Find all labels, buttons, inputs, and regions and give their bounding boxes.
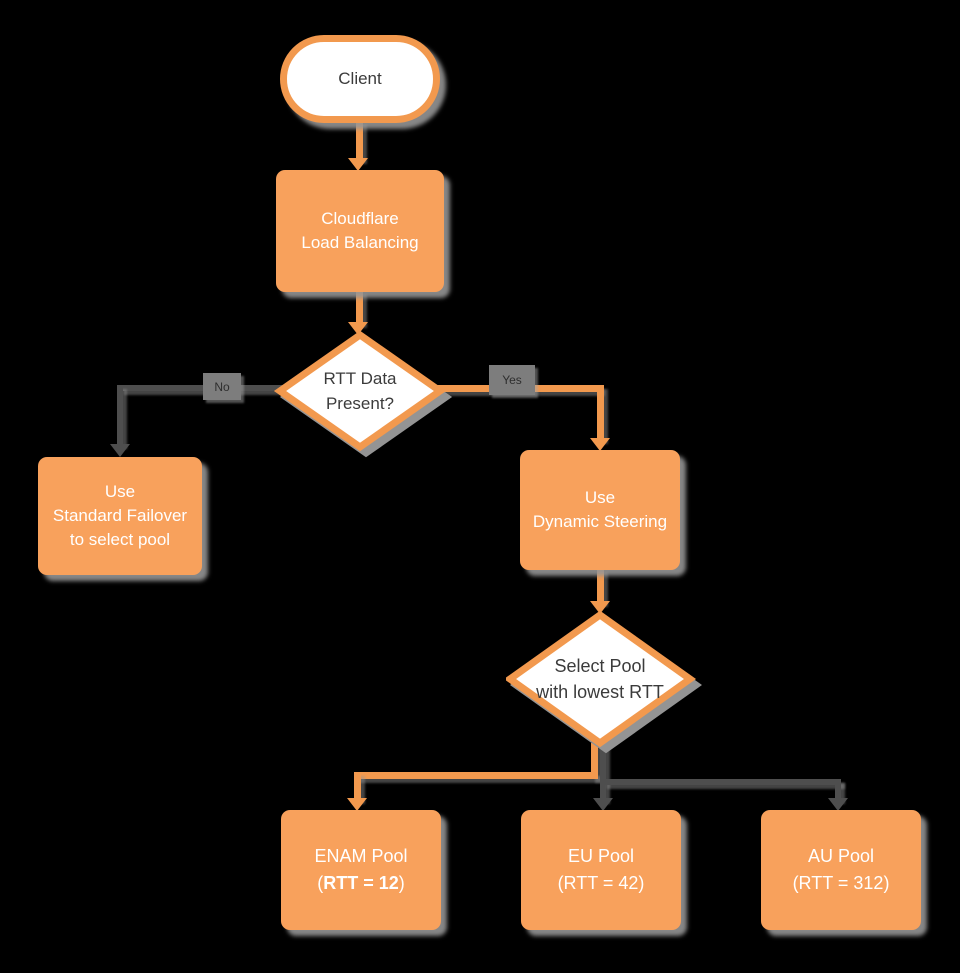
- edge-select-to-au-vline: [835, 779, 841, 800]
- edge-yes-vline: [597, 385, 604, 440]
- node-dynamic-steering: Use Dynamic Steering: [520, 450, 680, 570]
- edge-label-no-text: No: [214, 379, 230, 394]
- edge-select-to-enam-vline1: [591, 743, 598, 779]
- arrowhead-select-icon: [590, 601, 610, 614]
- enam-paren-open: (: [317, 873, 324, 893]
- edge-select-to-enam-vline2: [354, 772, 361, 800]
- edge-label-yes: Yes: [489, 365, 535, 395]
- edge-no-hline: [120, 385, 285, 391]
- node-load-balancer: Cloudflare Load Balancing: [276, 170, 444, 292]
- node-dynamic-line2: Dynamic Steering: [532, 512, 668, 531]
- edge-label-yes-text: Yes: [502, 373, 522, 387]
- node-eu-line2: (RTT = 42): [557, 873, 645, 893]
- arrowhead-dynamic-icon: [590, 438, 610, 451]
- arrowhead-enam-icon: [347, 798, 367, 811]
- node-au-line2: (RTT = 312): [792, 873, 890, 893]
- node-select-line2: with lowest RTT: [536, 682, 664, 702]
- node-client: Client: [280, 35, 440, 123]
- node-failover-line3: to select pool: [69, 530, 171, 549]
- node-failover-line2: Standard Failover: [52, 506, 188, 525]
- edge-select-to-au-hline: [603, 779, 841, 785]
- arrowhead-eu-icon: [593, 798, 613, 811]
- arrowhead-rtt-icon: [348, 322, 368, 335]
- node-eu-pool: EU Pool (RTT = 42): [521, 810, 681, 930]
- node-rtt-decision-shape: [273, 331, 453, 458]
- select-diamond: [506, 611, 697, 748]
- rtt-diamond: [273, 331, 447, 452]
- edge-dynamic-to-select: [597, 568, 604, 603]
- enam-paren-close: ): [398, 873, 405, 893]
- node-dynamic-line1: Use: [584, 488, 616, 507]
- node-enam-pool: ENAM Pool (RTT = 12): [281, 810, 441, 930]
- node-failover-line1: Use: [104, 482, 136, 501]
- edge-label-no: No: [203, 373, 241, 400]
- edge-client-to-loadbalancer: [356, 120, 363, 160]
- arrowhead-failover-icon: [110, 444, 130, 457]
- edge-select-to-eu-vline: [600, 743, 606, 800]
- edge-loadbalancer-to-rtt: [356, 290, 363, 324]
- node-standard-failover: Use Standard Failover to select pool: [38, 457, 202, 575]
- node-eu-line1: EU Pool: [567, 846, 635, 866]
- node-au-line1: AU Pool: [807, 846, 875, 866]
- node-select-pool-shape: [506, 611, 702, 754]
- node-select-line1: Select Pool: [554, 656, 646, 676]
- arrowhead-loadbalancer-icon: [348, 158, 368, 171]
- edge-no-vline: [117, 385, 123, 445]
- node-rtt-line2: Present?: [325, 394, 395, 413]
- node-enam-line2: (RTT = 12): [314, 870, 407, 897]
- node-load-balancer-line1: Cloudflare: [321, 209, 399, 228]
- node-rtt-line1: RTT Data: [323, 369, 397, 388]
- node-rtt-decision: RTT Data Present?: [280, 335, 440, 447]
- node-select-pool: Select Pool with lowest RTT: [510, 615, 690, 743]
- node-enam-line1: ENAM Pool: [314, 846, 408, 866]
- node-client-label: Client: [338, 69, 382, 88]
- enam-rtt-value: RTT = 12: [323, 873, 399, 893]
- node-au-pool: AU Pool (RTT = 312): [761, 810, 921, 930]
- node-load-balancer-line2: Load Balancing: [301, 233, 419, 252]
- arrowhead-au-icon: [828, 798, 848, 811]
- edge-select-to-enam-hline: [354, 772, 598, 779]
